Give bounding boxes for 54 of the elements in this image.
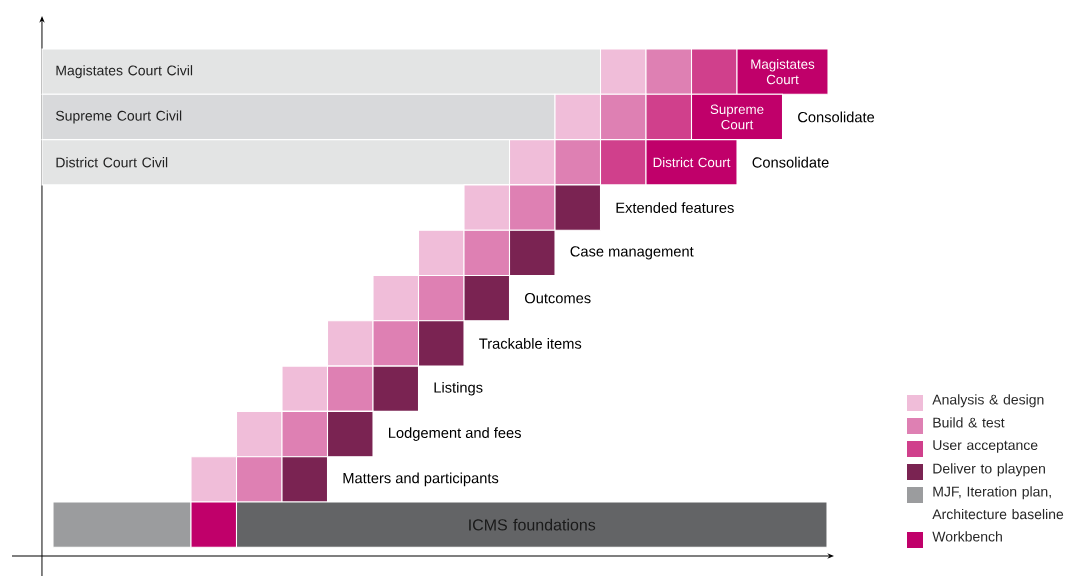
phase-square (281, 410, 329, 458)
row-label: Extended features (616, 202, 734, 213)
phase-square (326, 365, 374, 412)
phase-square (52, 501, 192, 548)
row-label: Consolidate (798, 111, 875, 123)
legend-label: Analysis & design (932, 394, 1044, 408)
row-label: Listings (434, 381, 483, 396)
workbench-box: District Court (645, 139, 738, 186)
phase-square (508, 139, 556, 186)
phase-square (463, 229, 511, 277)
phase-square (463, 274, 511, 322)
phase-square (372, 320, 420, 367)
phase-square (190, 501, 238, 548)
phase-square (463, 184, 511, 231)
legend-label: User acceptance (933, 440, 1038, 453)
court-bar: District Court Civil (41, 139, 511, 186)
phase-square (417, 274, 465, 322)
row-label: Consolidate (752, 156, 829, 168)
workbench-box: Magistates Court (736, 48, 829, 95)
phase-square (235, 456, 283, 503)
row-label: Trackable items (479, 338, 582, 349)
phase-square (645, 93, 693, 141)
workbench-box: Supreme Court (690, 93, 784, 141)
court-bar: Supreme Court Civil (41, 93, 556, 141)
legend-label: Deliver to playpen (933, 463, 1045, 477)
phase-square (599, 93, 647, 141)
phase-square (645, 48, 693, 95)
phase-square (326, 410, 374, 458)
row-label: Outcomes (525, 293, 591, 304)
row-label: Matters and participants (343, 472, 499, 487)
phase-square (554, 139, 602, 186)
phase-square (554, 93, 602, 141)
phase-square (690, 48, 738, 95)
court-bar: Magistates Court Civil (41, 48, 602, 95)
phase-square (372, 365, 420, 412)
phase-square (599, 139, 647, 186)
row-label: Lodgement and fees (389, 427, 521, 441)
phase-square (508, 184, 556, 231)
phase-square (235, 410, 283, 458)
phase-square (417, 320, 465, 367)
phase-square (372, 274, 420, 322)
phase-square (281, 365, 329, 412)
legend-label: Build & test (933, 417, 1005, 428)
phase-square (554, 184, 602, 231)
legend-label: Workbench (932, 531, 1002, 542)
phase-square (417, 229, 465, 277)
row-label: Case management (570, 246, 694, 260)
phase-square (281, 456, 329, 503)
foundation-bar: ICMS foundations (235, 501, 828, 548)
phase-square (508, 229, 556, 277)
phase-square (599, 48, 647, 95)
phase-square (190, 456, 238, 503)
phase-square (326, 320, 374, 367)
legend-label: MJF, Iteration plan, Architecture baseline (932, 486, 1064, 520)
